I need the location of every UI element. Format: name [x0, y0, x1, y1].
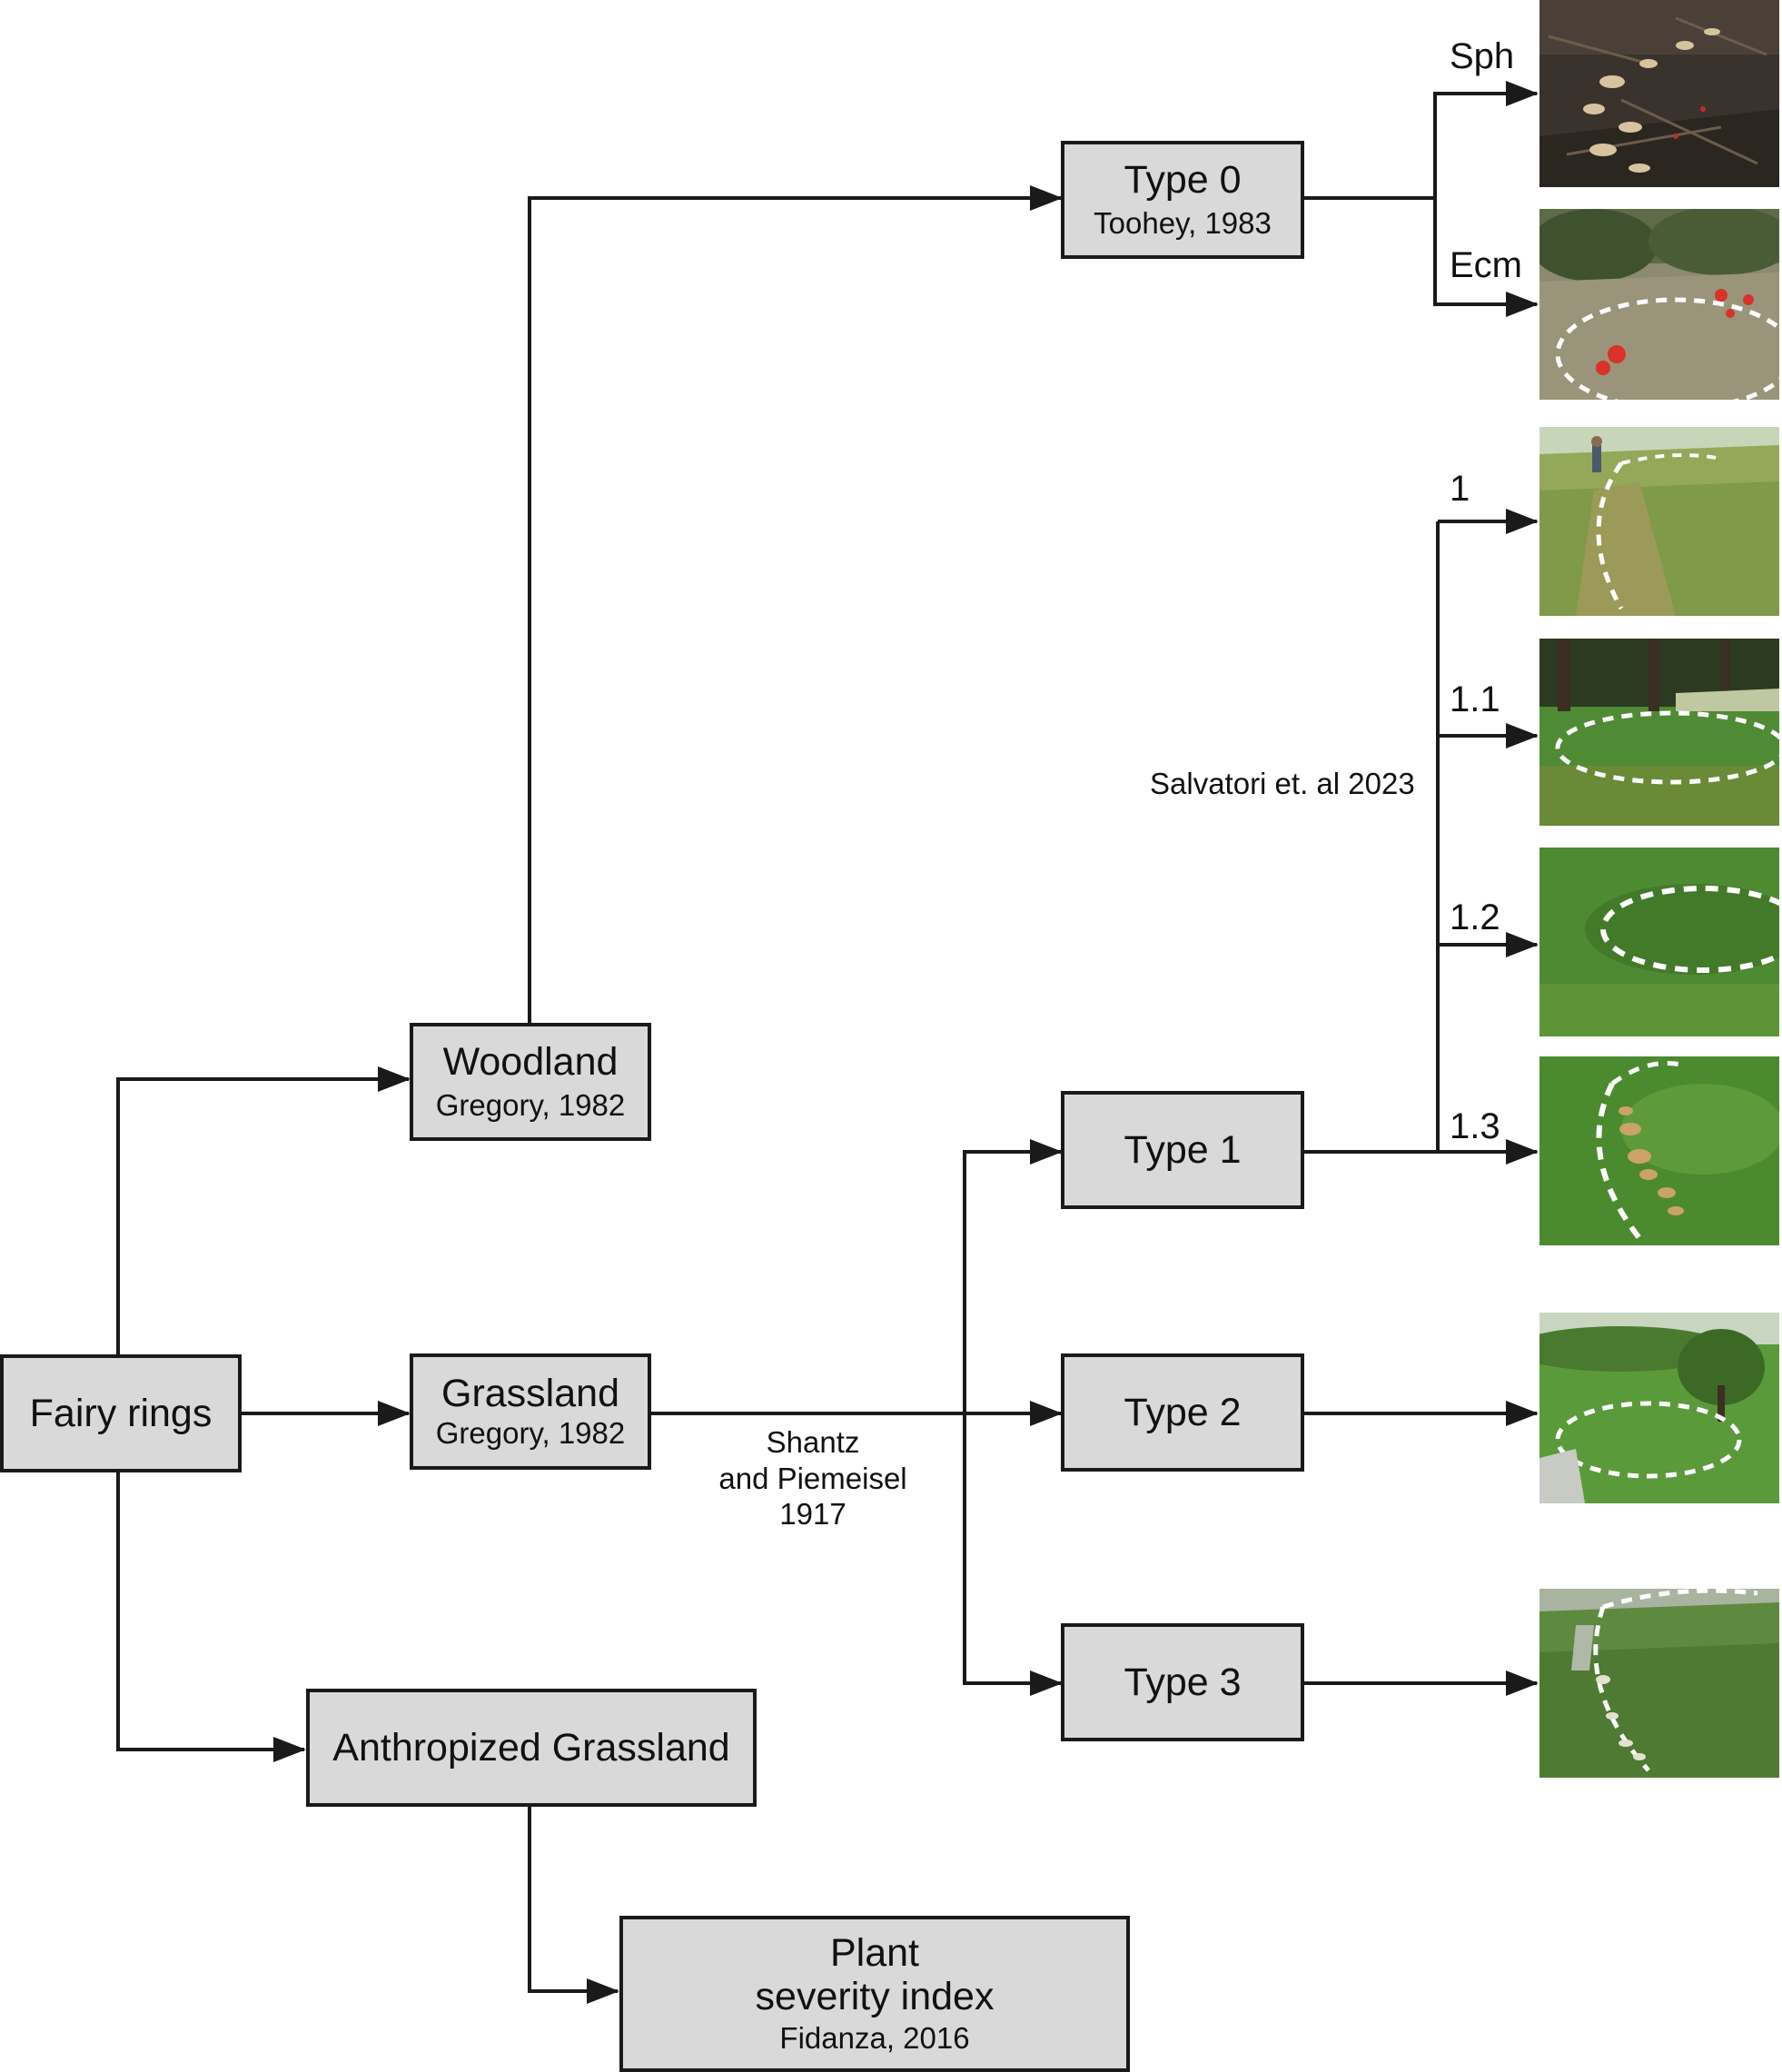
node-grassland-ref: Gregory, 1982 — [435, 1416, 626, 1451]
annotation-shantz: Shantz and Piemeisel 1917 — [704, 1424, 922, 1532]
edge-type0-sph — [1433, 81, 1539, 198]
edge-anthropized-plantindex — [528, 1806, 619, 2004]
edge-trunk-type1 — [963, 1139, 1063, 1413]
photo-type3-pasture — [1539, 1589, 1779, 1778]
photo-type1-meadow — [1539, 427, 1779, 616]
annotation-shantz-line3: 1917 — [779, 1497, 846, 1532]
edge-trunk-type3 — [963, 1413, 1063, 1696]
node-plant-index-line2: severity index — [755, 1975, 995, 2019]
node-woodland: Woodland Gregory, 1982 — [410, 1023, 651, 1141]
node-type0-ref: Toohey, 1983 — [1094, 206, 1272, 241]
node-grassland: Grassland Gregory, 1982 — [410, 1353, 651, 1470]
branch-label-1-1: 1.1 — [1450, 679, 1500, 719]
branch-label-sph: Sph — [1450, 36, 1515, 76]
node-type0: Type 0 Toohey, 1983 — [1061, 141, 1304, 259]
annotation-salvatori: Salvatori et. al 2023 — [1150, 767, 1415, 800]
node-type1-title: Type 1 — [1124, 1127, 1242, 1172]
edge-woodland-type0 — [528, 185, 1063, 1024]
node-type1: Type 1 — [1061, 1091, 1304, 1209]
branch-label-1: 1 — [1450, 469, 1470, 509]
node-anthropized-title: Anthropized Grassland — [332, 1725, 730, 1770]
node-type2: Type 2 — [1061, 1353, 1304, 1472]
node-woodland-title: Woodland — [442, 1040, 619, 1085]
photo-sph-woodland — [1539, 0, 1779, 187]
photo-type1-2-ring — [1539, 848, 1779, 1036]
annotation-shantz-line2: and Piemeisel — [718, 1461, 907, 1495]
photo-type1-3-ring — [1539, 1056, 1779, 1245]
annotation-shantz-line1: Shantz — [766, 1425, 860, 1459]
node-woodland-ref: Gregory, 1982 — [435, 1088, 626, 1123]
node-type2-title: Type 2 — [1124, 1390, 1242, 1434]
node-type3-title: Type 3 — [1124, 1660, 1242, 1704]
node-plant-severity-index: Plant severity index Fidanza, 2016 — [619, 1916, 1130, 2072]
node-fairy-rings-title: Fairy rings — [29, 1391, 213, 1435]
node-type0-title: Type 0 — [1124, 158, 1242, 203]
node-plant-index-line1: Plant — [829, 1931, 919, 1976]
node-anthropized-grassland: Anthropized Grassland — [306, 1689, 757, 1807]
branch-label-1-2: 1.2 — [1450, 897, 1500, 937]
edge-type0-ecm — [1433, 198, 1539, 317]
photo-type2-pasture — [1539, 1313, 1779, 1503]
branch-label-ecm: Ecm — [1450, 245, 1522, 285]
photo-ecm-grassland — [1539, 209, 1779, 400]
node-plant-index-ref: Fidanza, 2016 — [779, 2021, 970, 2056]
branch-label-1-3: 1.3 — [1450, 1106, 1500, 1146]
node-grassland-title: Grassland — [441, 1372, 619, 1416]
node-type3: Type 3 — [1061, 1623, 1304, 1741]
photo-type1-1-lawn — [1539, 639, 1779, 826]
edge-fairy-woodland — [116, 1066, 411, 1356]
node-fairy-rings: Fairy rings — [0, 1354, 242, 1472]
edge-fairy-anthropized — [116, 1472, 306, 1762]
